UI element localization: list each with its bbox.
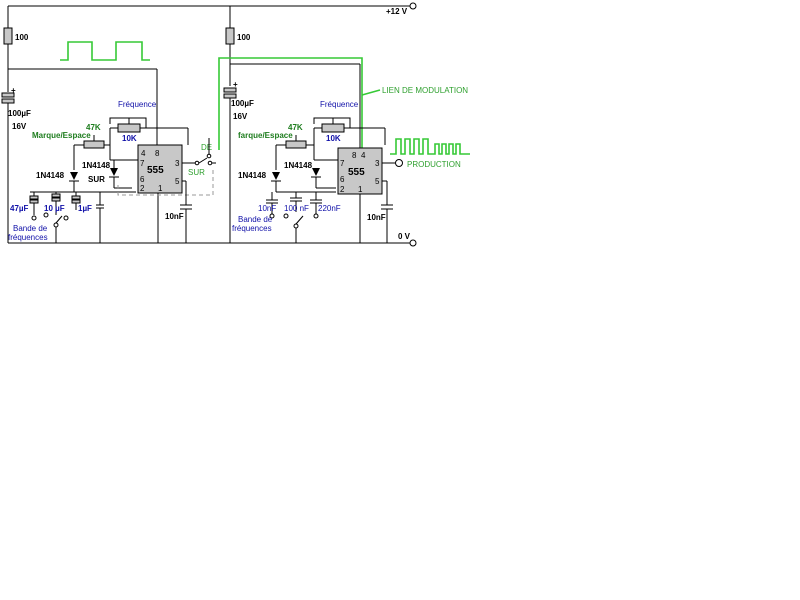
right-resistor-100	[225, 27, 235, 45]
left-pin-2: 2	[140, 184, 145, 193]
left-diode-b-label: 1N4148	[36, 171, 65, 180]
left-chip-label: 555	[147, 165, 164, 176]
right-pin-8: 8	[352, 151, 357, 160]
left-band-line1: Bande de	[13, 224, 48, 233]
right-capacitor-voltage: 16V	[233, 112, 248, 121]
right-chip-label: 555	[348, 167, 365, 178]
supply-rails: +12 V 0 V	[8, 2, 417, 247]
left-diode-a	[70, 172, 78, 180]
left-cap-10-label: 10 µF	[44, 204, 65, 213]
left-diode-a-label: 1N4148	[82, 161, 111, 170]
left-cap-1-label: 1µF	[78, 204, 92, 213]
right-pin-3: 3	[375, 159, 380, 168]
right-frequency-value: 10K	[326, 134, 341, 143]
right-band-line2: fréquences	[232, 224, 272, 233]
left-switch-on-label: SUR	[88, 175, 105, 184]
left-cap-47-label: 47µF	[10, 204, 29, 213]
right-pin-6: 6	[340, 175, 345, 184]
left-band-line2: fréquences	[8, 233, 48, 242]
left-frequency-value: 10K	[122, 134, 137, 143]
left-pin-5: 5	[175, 177, 180, 186]
left-resistor-100-label: 100	[15, 33, 29, 42]
right-oscillator: 100 + 100µF 16V LIEN DE MODULATION Fréqu…	[218, 6, 470, 243]
right-band-capacitors	[266, 192, 322, 243]
right-resistor-100-label: 100	[237, 33, 251, 42]
right-cap-100n-label: 100 nF	[284, 204, 309, 213]
left-pin-4: 4	[141, 149, 146, 158]
right-frequency-pot	[321, 123, 345, 133]
right-mark-space-pot	[285, 140, 307, 149]
right-capacitor-value: 100µF	[231, 99, 254, 108]
left-band-capacitors	[29, 191, 104, 243]
left-square-wave	[60, 41, 150, 61]
positive-supply-label: +12 V	[386, 7, 408, 16]
output-terminal	[395, 159, 403, 167]
right-band-line1: Bande de	[238, 215, 273, 224]
left-mark-space-pot	[83, 140, 105, 149]
positive-terminal	[409, 2, 417, 10]
ground-terminal	[409, 239, 417, 247]
left-switch-de-label: DE	[201, 143, 212, 152]
right-pin-1: 1	[358, 185, 363, 194]
output-label: PRODUCTION	[407, 160, 461, 169]
output-burst-wave	[390, 138, 470, 155]
right-electrolytic-capacitor	[223, 87, 237, 93]
modulation-link-label: LIEN DE MODULATION	[382, 86, 468, 95]
left-mark-space-label: Marque/Espace	[32, 131, 91, 140]
left-resistor-100	[3, 27, 13, 45]
left-frequency-label: Fréquence	[118, 100, 157, 109]
left-diode-b	[110, 168, 118, 176]
left-mark-space-value: 47K	[86, 123, 101, 132]
right-pin-2: 2	[340, 185, 345, 194]
right-pin-5: 5	[375, 177, 380, 186]
left-dashed-link	[117, 170, 214, 196]
left-oscillator: 100 + 100µF 16V Fréquence 10K Marque/Esp…	[1, 6, 216, 243]
right-diode-a-label: 1N4148	[284, 161, 313, 170]
right-mark-space-label: farque/Espace	[238, 131, 293, 140]
right-pin-4: 4	[361, 151, 366, 160]
svg-text:+: +	[233, 80, 238, 89]
left-cap-out-label: 10nF	[165, 212, 184, 221]
left-pin-8: 8	[155, 149, 160, 158]
right-diode-b	[312, 168, 320, 176]
modulation-link-wire	[218, 57, 363, 150]
right-diode-b-label: 1N4148	[238, 171, 267, 180]
left-pin-3: 3	[175, 159, 180, 168]
left-electrolytic-capacitor	[1, 92, 15, 98]
left-pin-7: 7	[140, 159, 145, 168]
left-capacitor-voltage: 16V	[12, 122, 27, 131]
right-cap-10n-label: 10nF	[258, 204, 276, 213]
ground-label: 0 V	[398, 232, 411, 241]
left-capacitor-value: 100µF	[8, 109, 31, 118]
right-cap-220n-label: 220nF	[318, 204, 341, 213]
right-diode-a	[272, 172, 280, 180]
svg-text:+: +	[11, 86, 16, 95]
right-frequency-label: Fréquence	[320, 100, 359, 109]
left-pin-6: 6	[140, 175, 145, 184]
right-cap-out-label: 10nF	[367, 213, 386, 222]
right-pin-7: 7	[340, 159, 345, 168]
left-frequency-pot	[117, 123, 141, 133]
left-555-chip	[137, 144, 183, 194]
left-pin-1: 1	[158, 184, 163, 193]
right-mark-space-value: 47K	[288, 123, 303, 132]
left-switch-sur-label: SUR	[188, 168, 205, 177]
